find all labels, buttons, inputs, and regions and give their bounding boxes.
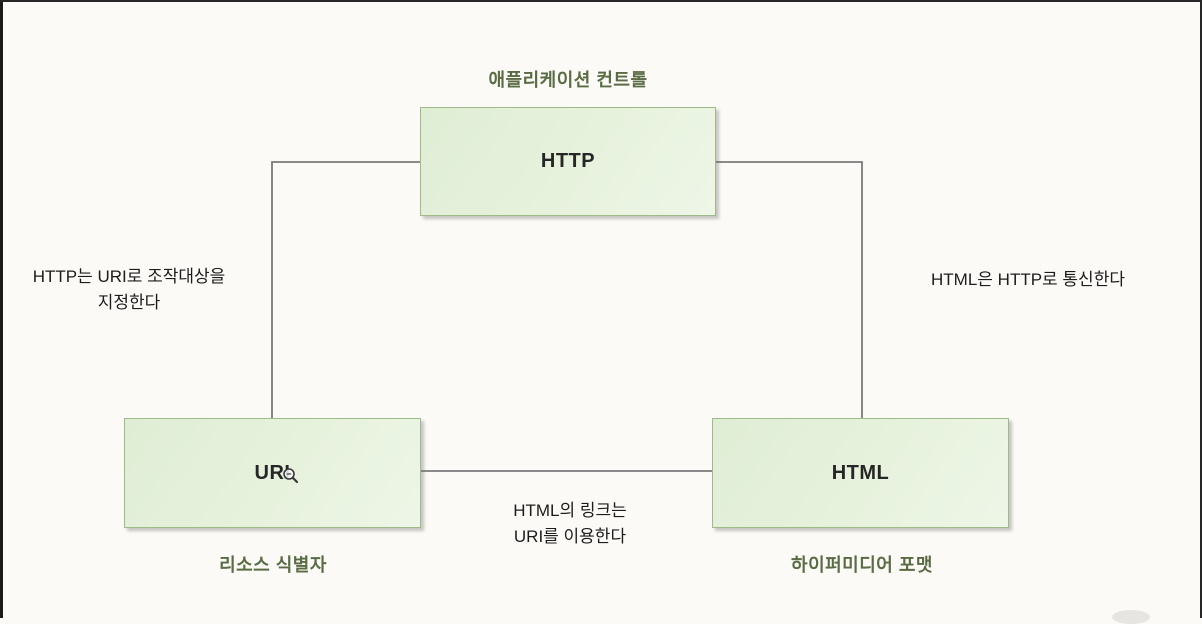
node-html: HTML bbox=[712, 418, 1009, 528]
node-html-label: HTML bbox=[831, 461, 890, 484]
edge-label-html-uri-line1: HTML의 링크는 bbox=[513, 501, 627, 520]
bottom-edge-artifact bbox=[1112, 610, 1150, 624]
node-caption-html: 하이퍼미디어 포맷 bbox=[791, 555, 933, 575]
edge-label-http-uri: HTTP는 URI로 조작대상을 지정한다 bbox=[33, 264, 226, 316]
screen-edge-right bbox=[1200, 0, 1202, 618]
edge-label-http-uri-line2: 지정한다 bbox=[97, 293, 161, 312]
connector-http-uri bbox=[271, 161, 420, 418]
magnifier-cursor-icon bbox=[283, 468, 299, 484]
node-uri: URI bbox=[124, 418, 421, 528]
node-caption-http: 애플리케이션 컨트롤 bbox=[488, 70, 648, 90]
edge-label-http-uri-line1: HTTP는 URI로 조작대상을 bbox=[32, 267, 226, 286]
node-http-label: HTTP bbox=[540, 150, 596, 172]
connector-http-html bbox=[716, 161, 863, 418]
node-caption-uri: 리소스 식별자 bbox=[219, 555, 327, 575]
node-http: HTTP bbox=[420, 107, 716, 216]
screen-edge-left bbox=[0, 0, 3, 618]
node-uri-label: URI bbox=[254, 461, 291, 484]
edge-label-html-uri: HTML의 링크는 URI를 이용한다 bbox=[513, 498, 627, 550]
edge-label-html-uri-line2: URI를 이용한다 bbox=[513, 527, 627, 546]
screen-edge-top bbox=[0, 0, 1202, 2]
edge-label-html-http: HTML은 HTTP로 통신한다 bbox=[931, 267, 1125, 293]
edge-label-html-http-line1: HTML은 HTTP로 통신한다 bbox=[931, 270, 1125, 289]
